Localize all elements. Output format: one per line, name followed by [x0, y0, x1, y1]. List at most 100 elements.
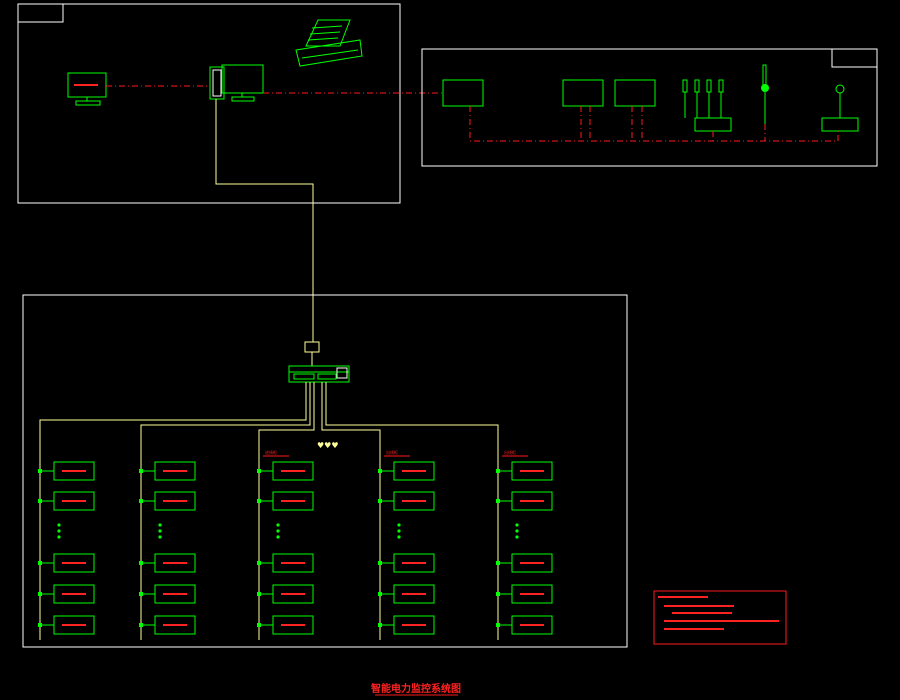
- tap-node: [496, 499, 500, 503]
- meter-box: [511, 615, 553, 635]
- meter-label-mark: [520, 500, 544, 502]
- tap-node: [139, 561, 143, 565]
- meter-box: [393, 615, 435, 635]
- continuation-marks: ♥♥♥: [317, 441, 339, 450]
- diagram-title: 智能电力监控系统图: [371, 682, 461, 695]
- meter-label-mark: [520, 562, 544, 564]
- meter-label-mark: [62, 500, 86, 502]
- tap-node: [257, 469, 261, 473]
- rs485-downlink-line: [215, 99, 314, 342]
- printer-icon: [295, 19, 363, 67]
- tap-node: [139, 469, 143, 473]
- ellipsis-dot: [158, 523, 162, 527]
- column-header: 进线柜: [265, 449, 277, 455]
- environment-tag-box: [831, 48, 878, 68]
- meter-label-mark: [163, 593, 187, 595]
- tap-node: [496, 561, 500, 565]
- meter-box: [393, 461, 435, 481]
- meter-label-mark: [62, 593, 86, 595]
- ellipsis-dot: [276, 535, 280, 539]
- ellipsis-dot: [397, 535, 401, 539]
- ellipsis-dot: [158, 529, 162, 533]
- ellipsis-dot: [515, 535, 519, 539]
- computer-workstation-icon: [209, 64, 264, 102]
- ellipsis-dot: [57, 529, 61, 533]
- tap-node: [378, 623, 382, 627]
- tap-node: [496, 592, 500, 596]
- meter-label-mark: [520, 593, 544, 595]
- meter-label-mark: [402, 624, 426, 626]
- environment-bus-line: [469, 106, 839, 142]
- svg-text:♥♥♥: ♥♥♥: [317, 441, 339, 450]
- thermometer-icon: [761, 64, 769, 124]
- ellipsis-dot: [158, 535, 162, 539]
- meter-box: [53, 491, 95, 511]
- environment-monitor-frame: [421, 48, 878, 167]
- meter-label-mark: [281, 593, 305, 595]
- communication-manager-icon: [288, 341, 350, 383]
- tap-node: [38, 623, 42, 627]
- meter-box: [272, 584, 314, 604]
- column-header: 出线柜: [386, 449, 398, 455]
- meter-box: [393, 491, 435, 511]
- tap-node: [496, 469, 500, 473]
- ellipsis-dot: [397, 523, 401, 527]
- tap-node: [38, 592, 42, 596]
- meter-label-mark: [402, 500, 426, 502]
- meter-label-mark: [402, 562, 426, 564]
- control-room-tag-box: [17, 3, 64, 23]
- tap-node: [378, 499, 382, 503]
- sensor-hub-box: [694, 117, 732, 132]
- ellipsis-dot: [515, 529, 519, 533]
- column-header: 出线柜: [504, 449, 516, 455]
- meter-label-mark: [281, 624, 305, 626]
- ellipsis-dot: [276, 523, 280, 527]
- meter-label-mark: [520, 624, 544, 626]
- tap-node: [139, 623, 143, 627]
- meter-box: [53, 553, 95, 573]
- tap-node: [496, 623, 500, 627]
- meter-box: [154, 553, 196, 573]
- meter-box: [154, 615, 196, 635]
- meter-label-mark: [281, 470, 305, 472]
- ellipsis-dot: [57, 523, 61, 527]
- meter-label-mark: [402, 470, 426, 472]
- meter-box: [154, 584, 196, 604]
- sensor-group-icon: [682, 79, 724, 118]
- tap-node: [139, 592, 143, 596]
- meter-box: [53, 615, 95, 635]
- ellipsis-dot: [397, 529, 401, 533]
- meter-label-mark: [62, 624, 86, 626]
- tap-node: [38, 499, 42, 503]
- monitor-icon: [67, 72, 107, 106]
- tap-node: [378, 561, 382, 565]
- tap-node: [38, 561, 42, 565]
- tap-node: [257, 561, 261, 565]
- meter-box: [53, 461, 95, 481]
- meter-label-mark: [281, 562, 305, 564]
- meter-box: [511, 553, 553, 573]
- tap-node: [257, 623, 261, 627]
- tap-node: [139, 499, 143, 503]
- ellipsis-dot: [515, 523, 519, 527]
- meter-label-mark: [163, 500, 187, 502]
- meter-box: [272, 615, 314, 635]
- meter-label-mark: [62, 470, 86, 472]
- smoke-detector-icon: [835, 84, 845, 118]
- ellipsis-dot: [57, 535, 61, 539]
- tap-node: [38, 469, 42, 473]
- meter-box: [511, 461, 553, 481]
- meter-label-mark: [62, 562, 86, 564]
- meter-box: [511, 491, 553, 511]
- meter-label-mark: [520, 470, 544, 472]
- meter-label-mark: [163, 470, 187, 472]
- tap-node: [257, 592, 261, 596]
- notes-box: [653, 590, 787, 645]
- meter-label-mark: [402, 593, 426, 595]
- tap-node: [378, 469, 382, 473]
- io-module-1-box: [562, 79, 604, 107]
- meter-box: [511, 584, 553, 604]
- control-room-frame: [17, 3, 401, 204]
- meter-box: [393, 553, 435, 573]
